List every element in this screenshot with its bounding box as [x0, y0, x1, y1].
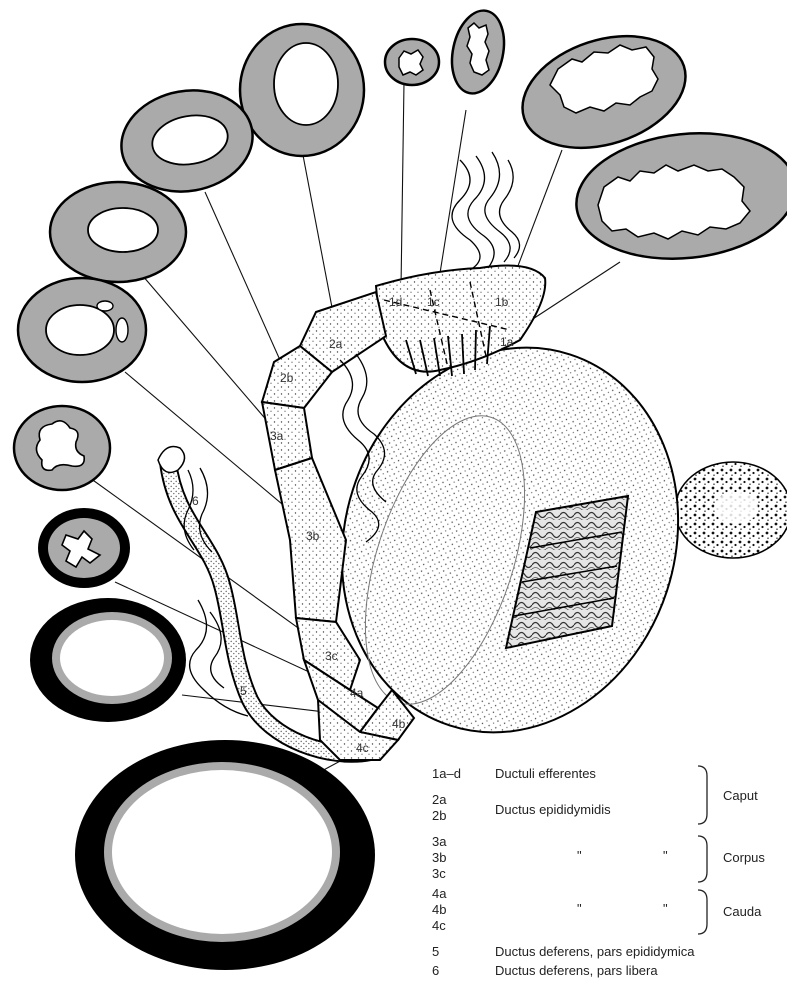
legend-code-1a-d: 1a–d: [432, 766, 461, 781]
brace-cauda: [698, 890, 707, 934]
legend-ditto-4-1: ": [577, 901, 582, 916]
section-4a: [38, 508, 130, 588]
label-2b: 2b: [280, 371, 294, 385]
label-4b: 4b: [392, 717, 406, 731]
label-6: 6: [192, 494, 199, 508]
section-4b: [30, 598, 186, 722]
legend-code-5: 5: [432, 944, 439, 959]
legend-code-2a: 2a: [432, 792, 447, 807]
label-4a: 4a: [350, 686, 364, 700]
section-4c: [75, 740, 375, 970]
legend-ditto-3-1: ": [577, 848, 582, 863]
legend-name-pars-libera: Ductus deferens, pars libera: [495, 963, 658, 978]
legend-ditto-3-2: ": [663, 848, 668, 863]
section-testis: [675, 462, 787, 558]
label-4c: 4c: [356, 741, 369, 755]
section-3b: [18, 278, 146, 382]
label-1b: 1b: [495, 295, 509, 309]
legend-region-cauda: Cauda: [723, 904, 762, 919]
legend-code-4a: 4a: [432, 886, 447, 901]
label-1c: 1c: [427, 295, 440, 309]
label-1a: 1a: [500, 335, 514, 349]
label-1d: 1d: [389, 295, 402, 309]
section-1d: [385, 39, 439, 85]
legend-code-4b: 4b: [432, 902, 446, 917]
legend-code-3b: 3b: [432, 850, 446, 865]
label-5: 5: [240, 684, 247, 698]
section-2a: [240, 24, 364, 156]
legend-code-2b: 2b: [432, 808, 446, 823]
legend-code-6: 6: [432, 963, 439, 978]
label-2a: 2a: [329, 337, 343, 351]
brace-caput: [698, 766, 707, 824]
legend: 1a–d Ductuli efferentes 2a 2b Ductus epi…: [432, 766, 765, 978]
legend-code-4c: 4c: [432, 918, 446, 933]
label-3a: 3a: [270, 429, 284, 443]
legend-code-3c: 3c: [432, 866, 446, 881]
section-3c: [14, 406, 110, 490]
legend-region-corpus: Corpus: [723, 850, 765, 865]
legend-region-caput: Caput: [723, 788, 758, 803]
legend-ditto-4-2: ": [663, 901, 668, 916]
label-3c: 3c: [325, 649, 338, 663]
section-3a: [50, 182, 186, 282]
legend-name-ductuli-efferentes: Ductuli efferentes: [495, 766, 596, 781]
label-3b: 3b: [306, 529, 320, 543]
legend-code-3a: 3a: [432, 834, 447, 849]
brace-corpus: [698, 836, 707, 882]
legend-name-pars-epididymica: Ductus deferens, pars epididymica: [495, 944, 695, 959]
section-1c: [445, 6, 511, 99]
legend-name-ductus-epididymidis: Ductus epididymidis: [495, 802, 611, 817]
